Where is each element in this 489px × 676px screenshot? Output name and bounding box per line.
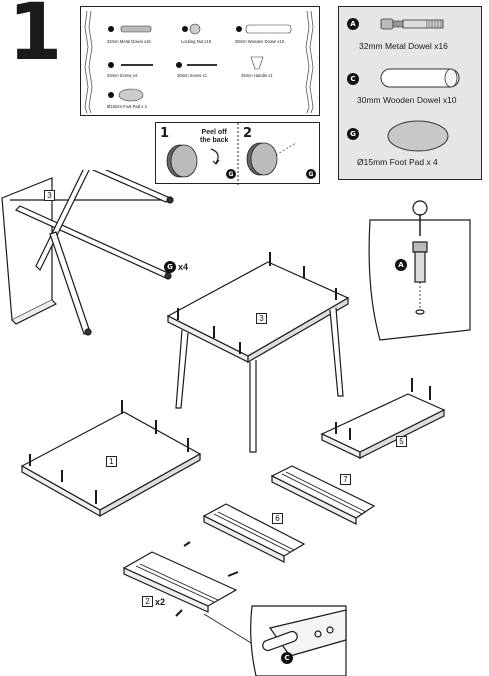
parts-overview-box: 32mm Metal Dowel x16 Locking Nut x16 30m… (80, 6, 320, 116)
legend-box: A 32mm Metal Dowel x16 C 30mm Wooden Dow… (338, 6, 482, 180)
badge-a-mini-icon (108, 26, 114, 32)
inverted-table (1, 170, 174, 336)
panel-label-3a: 3 (44, 190, 55, 201)
wooden-dowel-detail-callout (203, 605, 347, 676)
standing-table (166, 252, 350, 453)
peel-step-1-number: 1 (160, 126, 170, 141)
wooden-dowel-icon (245, 24, 292, 34)
parts-illustrations (84, 10, 314, 114)
part-label: Locking Nut x16 (181, 39, 212, 44)
peel-step-2-number: 2 (243, 126, 253, 141)
legend-label-a: 32mm Metal Dowel x16 (359, 41, 448, 51)
part-label: 30mm Wooden Dowel x10 (235, 39, 285, 44)
panel-label-5: 5 (396, 436, 407, 447)
legend-label-g: Ø15mm Foot Pad x 4 (357, 157, 438, 167)
badge-g-icon: G (226, 169, 236, 179)
badge-g-icon: G (306, 169, 316, 179)
badge-g-icon: G (347, 128, 359, 140)
peel-illustration (166, 123, 297, 185)
part-label: Ø15mm Foot Pad x 4 (107, 104, 147, 109)
panel-label-1: 1 (106, 456, 117, 467)
part-label: 30mm Screw x1 (177, 73, 208, 78)
badge-c-icon: C (281, 652, 293, 664)
badge-a-icon: A (395, 259, 407, 271)
panel-label-3b: 3 (256, 313, 267, 324)
dowel-detail-callout (368, 200, 471, 341)
legend-label-c: 30mm Wooden Dowel x10 (357, 95, 457, 105)
panel-2-quantity: x2 (155, 597, 166, 607)
foot-pad-quantity: x4 (178, 262, 189, 272)
peel-instruction-box: 1 2 Peel off the back G G (155, 122, 320, 185)
panel-label-7: 7 (340, 474, 351, 485)
foot-pad-small-icon (118, 88, 144, 102)
metal-dowel-icon (380, 18, 444, 30)
badge-g-icon: G (164, 261, 176, 273)
assembly-illustration (1, 170, 471, 676)
peel-instruction-text: Peel off the back (200, 129, 229, 144)
part-label: 32mm Metal Dowel x16 (107, 39, 151, 44)
panel-7-drawing (270, 465, 376, 525)
panel-6-drawing (202, 503, 306, 563)
locking-nut-icon (189, 23, 201, 35)
part-label: 33mm Screw x4 (107, 73, 138, 78)
panel-5-drawing (320, 378, 446, 459)
step-number: 1 (8, 0, 63, 78)
panel-2-drawing (122, 541, 239, 617)
foot-pad-icon (387, 120, 449, 152)
wooden-dowel-icon (380, 68, 460, 88)
part-label: 25mm Handle x1 (241, 73, 273, 78)
panel-label-6: 6 (272, 513, 283, 524)
badge-a-icon: A (347, 18, 359, 30)
metal-dowel-icon (120, 25, 152, 33)
panel-label-2: 2 (142, 596, 153, 607)
handle-icon (250, 56, 264, 70)
badge-c-icon: C (347, 73, 359, 85)
